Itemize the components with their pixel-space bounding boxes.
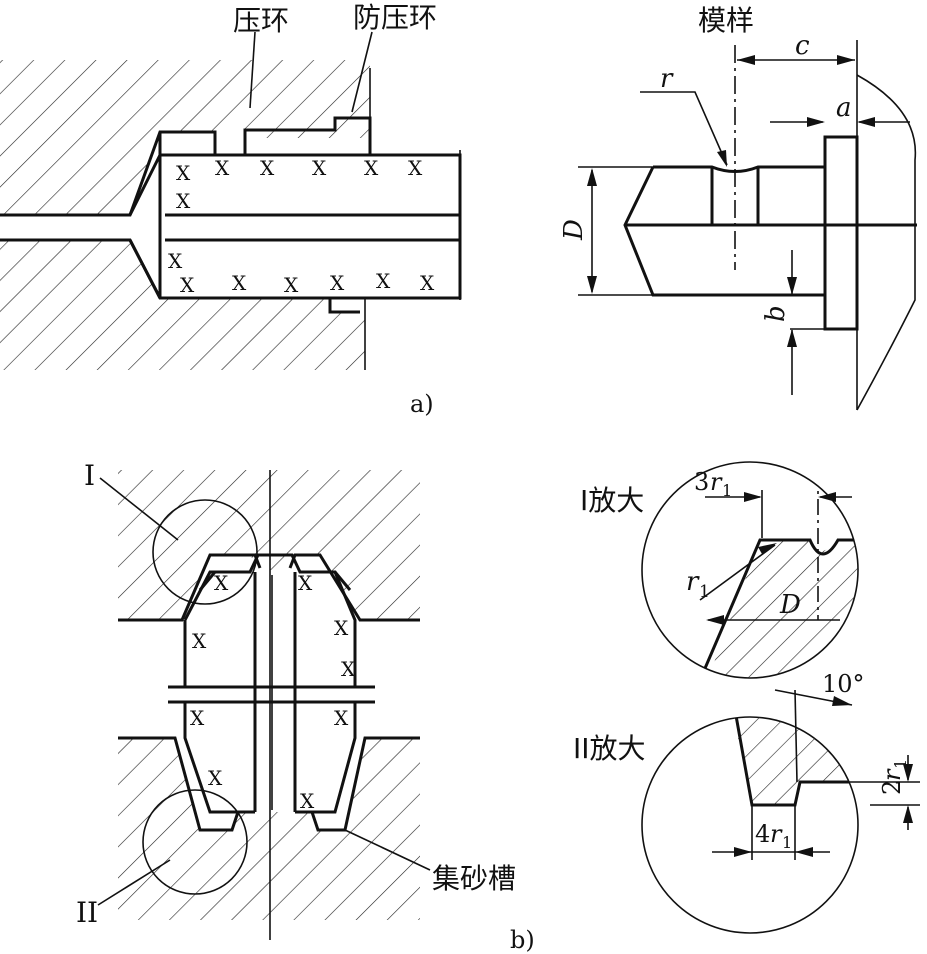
label-detail-II: II放大 <box>573 732 646 765</box>
svg-text:X: X <box>176 189 191 213</box>
svg-text:X: X <box>190 706 205 730</box>
svg-text:X: X <box>364 156 379 180</box>
detail-I-enlarged <box>641 461 859 679</box>
dim-b: b <box>761 305 791 322</box>
dim-c: c <box>795 31 810 61</box>
label-roman-II: II <box>76 896 98 929</box>
dim-2r1: 2 r 1 <box>878 759 910 795</box>
dim-a: a <box>836 93 852 123</box>
dim-3r1: 3 r 1 <box>694 468 732 500</box>
svg-text:X: X <box>341 657 356 681</box>
svg-text:r: r <box>686 567 700 597</box>
dim-r: r <box>660 64 674 94</box>
svg-text:X: X <box>260 156 275 180</box>
svg-text:X: X <box>192 629 207 653</box>
svg-text:X: X <box>334 616 349 640</box>
svg-text:X: X <box>300 789 315 813</box>
svg-text:r: r <box>770 820 783 848</box>
template-drawing <box>578 40 917 411</box>
svg-text:3: 3 <box>694 468 709 496</box>
svg-text:X: X <box>215 156 230 180</box>
dim-D-detail: D <box>779 590 801 620</box>
svg-text:X: X <box>420 271 435 295</box>
lower-mold-hatch <box>0 240 365 370</box>
svg-text:r: r <box>878 768 906 781</box>
svg-text:X: X <box>298 571 313 595</box>
figure-b-mold-section: X X X X X X X X X <box>97 470 431 940</box>
label-template: 模样 <box>698 4 754 37</box>
label-fig-b: b) <box>510 926 535 954</box>
label-roman-I: I <box>84 459 95 492</box>
svg-text:1: 1 <box>722 481 732 500</box>
core-b-sand-marks: X X X X X X X X X <box>190 571 356 813</box>
svg-text:1: 1 <box>782 833 792 852</box>
detail-circle-II <box>142 789 248 895</box>
svg-text:X: X <box>284 273 299 297</box>
upper-mold-b-hatch <box>118 470 420 620</box>
svg-text:1: 1 <box>699 582 710 602</box>
label-press-ring: 压环 <box>233 4 289 37</box>
svg-text:X: X <box>168 249 183 273</box>
svg-text:X: X <box>232 271 247 295</box>
detail-circle-I <box>152 499 258 605</box>
angle-10: 10° <box>822 670 865 698</box>
svg-text:X: X <box>408 156 423 180</box>
svg-text:4: 4 <box>755 820 770 848</box>
detail-II-enlarged <box>641 689 920 934</box>
dim-4r1: 4 r 1 <box>755 820 792 852</box>
svg-text:X: X <box>334 706 349 730</box>
svg-text:X: X <box>208 766 223 790</box>
label-detail-I: I放大 <box>580 484 644 517</box>
svg-text:X: X <box>180 273 195 297</box>
figure-a-mold-section: X X X X X X X X X X X X X X <box>0 31 462 370</box>
svg-text:X: X <box>330 271 345 295</box>
svg-text:X: X <box>376 269 391 293</box>
core-sand-marks: X X X X X X X X X X X X X X <box>168 156 435 297</box>
svg-text:1: 1 <box>891 759 910 769</box>
label-anti-press-ring: 防压环 <box>353 1 437 34</box>
label-fig-a: a) <box>410 390 434 418</box>
dim-r1-detail-I: r 1 <box>686 567 710 602</box>
svg-text:2: 2 <box>878 780 906 795</box>
lower-mold-b-hatch <box>118 738 420 920</box>
svg-text:X: X <box>214 571 229 595</box>
dim-D: D <box>559 219 589 241</box>
svg-text:X: X <box>312 156 327 180</box>
svg-text:X: X <box>176 161 191 185</box>
svg-text:r: r <box>710 468 723 496</box>
label-sand-groove: 集砂槽 <box>432 862 516 895</box>
upper-mold-hatch <box>0 60 370 215</box>
